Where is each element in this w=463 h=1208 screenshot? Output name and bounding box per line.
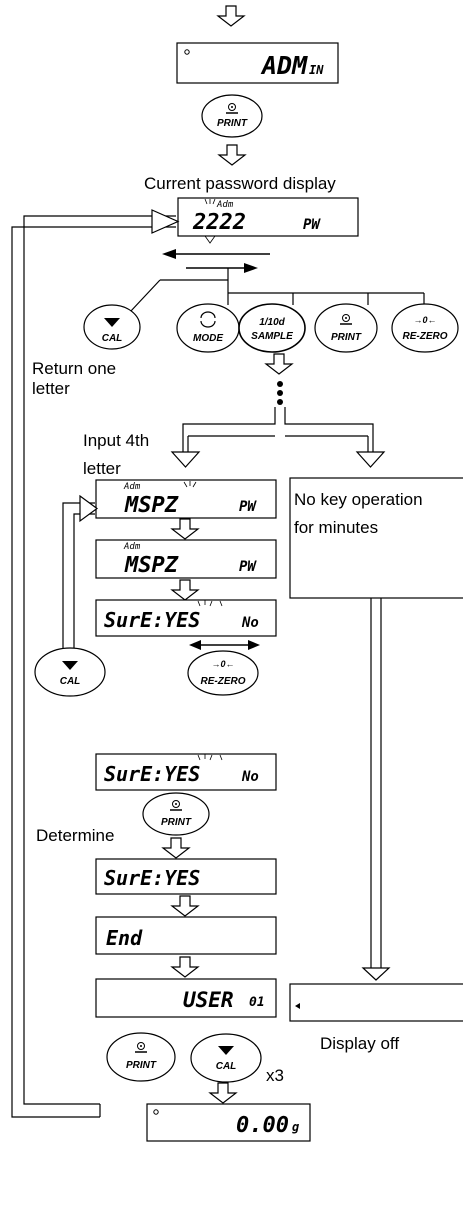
display-off-label: Display off bbox=[320, 1034, 399, 1053]
cal-key-label: CAL bbox=[102, 333, 123, 344]
branch-arrow-left-icon bbox=[170, 451, 201, 468]
sample-key[interactable]: 1/10d SAMPLE bbox=[238, 303, 306, 353]
lcd-adm-main: ADM bbox=[260, 51, 308, 80]
flow-arrow-down-icon bbox=[171, 956, 199, 978]
cal-key-3[interactable]: CAL bbox=[190, 1033, 262, 1083]
lcd-sure-2-main: SurE:YES bbox=[104, 762, 200, 786]
return-one-label-1: Return one bbox=[32, 359, 116, 378]
input-4th-label-2: letter bbox=[83, 459, 121, 478]
branch-arrow-right-icon bbox=[355, 451, 386, 468]
lcd-password-main: 2222 bbox=[192, 210, 246, 235]
rezero-key-2[interactable]: →0← RE-ZERO bbox=[187, 650, 259, 696]
mode-key[interactable]: MODE bbox=[176, 303, 240, 353]
lcd-weight-unit: g bbox=[292, 1120, 299, 1134]
rezero-key[interactable]: →0← RE-ZERO bbox=[391, 303, 459, 353]
lcd-weight-main: 0.00 bbox=[236, 1113, 289, 1138]
cal-key-2-label: CAL bbox=[60, 676, 81, 687]
print-key-2-label: PRINT bbox=[331, 332, 362, 343]
flow-arrow-down-icon bbox=[162, 837, 190, 859]
lcd-adm-in: ADM IN bbox=[176, 42, 339, 84]
current-password-label: Current password display bbox=[144, 174, 336, 193]
no-key-label-2: for minutes bbox=[294, 518, 378, 537]
cycle-icon bbox=[200, 311, 216, 319]
print-key-2[interactable]: PRINT bbox=[314, 303, 378, 353]
return-one-label-2: letter bbox=[32, 379, 70, 398]
lcd-sure-1-main: SurE:YES bbox=[104, 608, 200, 632]
flow-arrow-down-icon bbox=[209, 1082, 237, 1104]
print-key-4-label: PRINT bbox=[126, 1060, 157, 1071]
flow-arrow-down-icon bbox=[171, 518, 199, 540]
cal-key-2[interactable]: CAL bbox=[34, 647, 106, 697]
flow-arrow-down-icon bbox=[265, 353, 293, 375]
lcd-mspz-unit: PW bbox=[239, 559, 257, 575]
lcd-sure-1-unit: No bbox=[241, 615, 259, 631]
rezero-key-2-top-label: →0← bbox=[211, 659, 234, 669]
down-triangle-icon bbox=[104, 318, 120, 327]
rezero-key-2-label: RE-ZERO bbox=[201, 676, 246, 687]
sample-key-label: SAMPLE bbox=[251, 331, 293, 342]
flow-arrow-down-icon bbox=[171, 895, 199, 917]
down-triangle-icon bbox=[62, 661, 78, 670]
lcd-end: End bbox=[95, 916, 277, 955]
input-4th-label-1: Input 4th bbox=[83, 431, 149, 450]
sample-key-top-label: 1/10d bbox=[259, 317, 285, 328]
flow-arrow-down-icon bbox=[217, 5, 245, 27]
print-key-3-label: PRINT bbox=[161, 817, 192, 828]
lcd-mspz-blink: Adm MSPZ PW bbox=[95, 479, 277, 519]
cal-key[interactable]: CAL bbox=[83, 304, 141, 350]
lcd-sure-yes-no-1: SurE:YES No bbox=[95, 599, 277, 637]
lcd-sure-2-unit: No bbox=[241, 769, 259, 785]
print-key[interactable]: PRINT bbox=[201, 94, 263, 138]
lcd-user-unit: 01 bbox=[249, 995, 265, 1010]
determine-label: Determine bbox=[36, 826, 114, 845]
lcd-mspz-main: MSPZ bbox=[124, 553, 179, 578]
lcd-password-indicator: Adm bbox=[216, 200, 234, 210]
no-key-label-1: No key operation bbox=[294, 490, 423, 509]
lcd-user: USER 01 bbox=[95, 978, 277, 1018]
lcd-adm-unit: IN bbox=[309, 63, 324, 77]
no-key-operation-box: No key operation for minutes bbox=[289, 477, 463, 599]
times-label: x3 bbox=[266, 1066, 284, 1085]
flow-arrow-down-icon bbox=[171, 579, 199, 601]
display-off-box bbox=[289, 983, 463, 1022]
lcd-mspz-blink-unit: PW bbox=[239, 499, 257, 515]
lcd-sure-yes-no-2: SurE:YES No bbox=[95, 753, 277, 791]
lcd-mspz-blink-main: MSPZ bbox=[124, 493, 179, 518]
rezero-key-top-label: →0← bbox=[413, 315, 436, 325]
lcd-sure-yes: SurE:YES bbox=[95, 858, 277, 895]
lcd-password-unit: PW bbox=[303, 217, 321, 233]
rezero-key-label: RE-ZERO bbox=[403, 331, 448, 342]
print-key-3[interactable]: PRINT bbox=[142, 792, 210, 836]
lcd-mspz-blink-indicator: Adm bbox=[123, 482, 141, 492]
flow-arrow-down-icon bbox=[218, 144, 246, 166]
loop-arrowhead-icon bbox=[151, 209, 180, 234]
lcd-mspz-indicator: Adm bbox=[123, 542, 141, 552]
lcd-weight: 0.00 g bbox=[146, 1103, 311, 1142]
down-triangle-icon bbox=[218, 1046, 234, 1055]
lcd-password: Adm 2222 PW bbox=[177, 197, 359, 237]
arrow-down-icon bbox=[361, 967, 391, 981]
cal-key-3-label: CAL bbox=[216, 1061, 237, 1072]
print-key-4[interactable]: PRINT bbox=[106, 1032, 176, 1082]
lcd-sure-yes-main: SurE:YES bbox=[104, 866, 200, 890]
lcd-end-main: End bbox=[106, 926, 143, 950]
print-key-label: PRINT bbox=[217, 118, 248, 129]
lcd-user-main: USER bbox=[183, 988, 234, 1012]
lcd-mspz: Adm MSPZ PW bbox=[95, 539, 277, 579]
mode-key-label: MODE bbox=[193, 333, 223, 344]
